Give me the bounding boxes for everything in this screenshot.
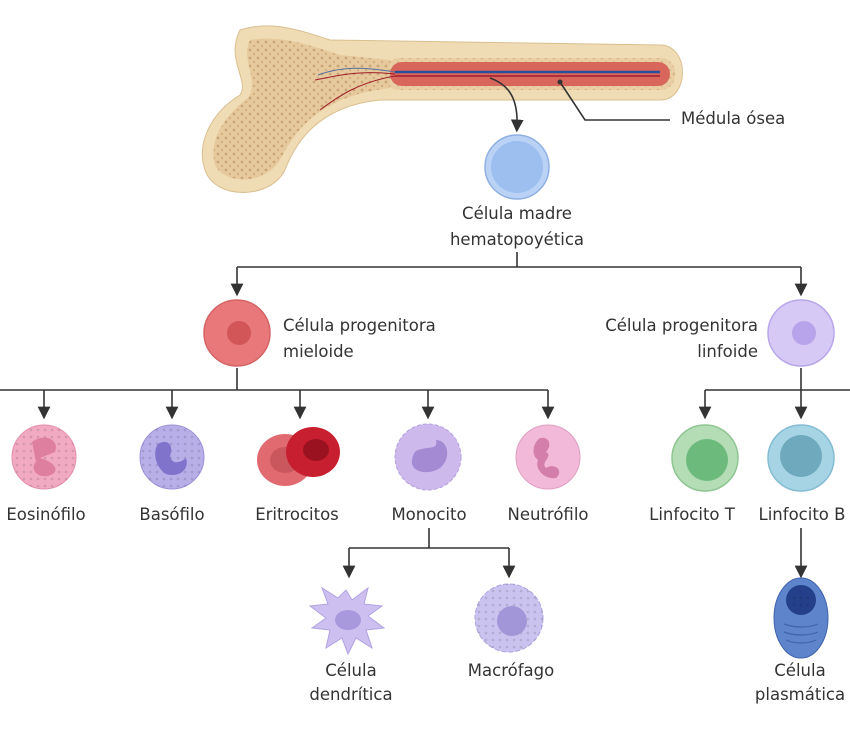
- myeloid-label-2: mieloide: [283, 342, 354, 361]
- stem-cell: [484, 134, 550, 200]
- myeloid-label-1: Célula progenitora: [283, 316, 436, 335]
- plasma-label-1: Célula: [774, 661, 825, 680]
- b-lymphocyte-label: Linfocito B: [759, 505, 846, 524]
- branch-lines-myeloid: [0, 368, 555, 420]
- plasma-label-2: plasmática: [755, 685, 845, 704]
- lymphoid-label-1: Célula progenitora: [605, 316, 758, 335]
- eosinophil-cell: [11, 424, 77, 490]
- t-lymphocyte-cell: [671, 424, 739, 492]
- bone-illustration: [201, 25, 683, 193]
- lymphoid-label-2: linfoide: [697, 342, 758, 361]
- dendritic-label-2: dendrítica: [309, 685, 392, 704]
- stem-cell-label-1: Célula madre: [462, 204, 572, 223]
- erythrocytes-cells: [257, 427, 340, 486]
- plasma-cell: [773, 577, 829, 659]
- macrophage-label: Macrófago: [468, 661, 554, 680]
- branch-lines-monocyte: [342, 528, 516, 579]
- branch-lines-lymphoid: [698, 368, 850, 420]
- dendritic-cell: [308, 586, 386, 656]
- branch-lines-level-1: [230, 252, 808, 297]
- basophil-cell: [139, 424, 205, 490]
- monocyte-label: Monocito: [391, 505, 466, 524]
- myeloid-progenitor-cell: [203, 299, 271, 367]
- basophil-label: Basófilo: [139, 505, 204, 524]
- marrow-label: Médula ósea: [681, 109, 785, 128]
- neutrophil-cell: [515, 424, 581, 490]
- eosinophil-label: Eosinófilo: [6, 505, 85, 524]
- b-lymphocyte-cell: [767, 424, 835, 492]
- bone-marrow: [390, 62, 670, 86]
- neutrophil-label: Neutrófilo: [507, 505, 588, 524]
- macrophage-cell: [474, 583, 544, 653]
- dendritic-label-1: Célula: [325, 661, 376, 680]
- lymphoid-progenitor-cell: [767, 299, 835, 367]
- stem-cell-label-2: hematopoyética: [450, 230, 584, 249]
- marrow-arrow: [489, 77, 524, 133]
- marrow-leader-line: [559, 81, 670, 121]
- erythrocytes-label: Eritrocitos: [255, 505, 339, 524]
- monocyte-cell: [394, 423, 462, 491]
- t-lymphocyte-label: Linfocito T: [649, 505, 736, 524]
